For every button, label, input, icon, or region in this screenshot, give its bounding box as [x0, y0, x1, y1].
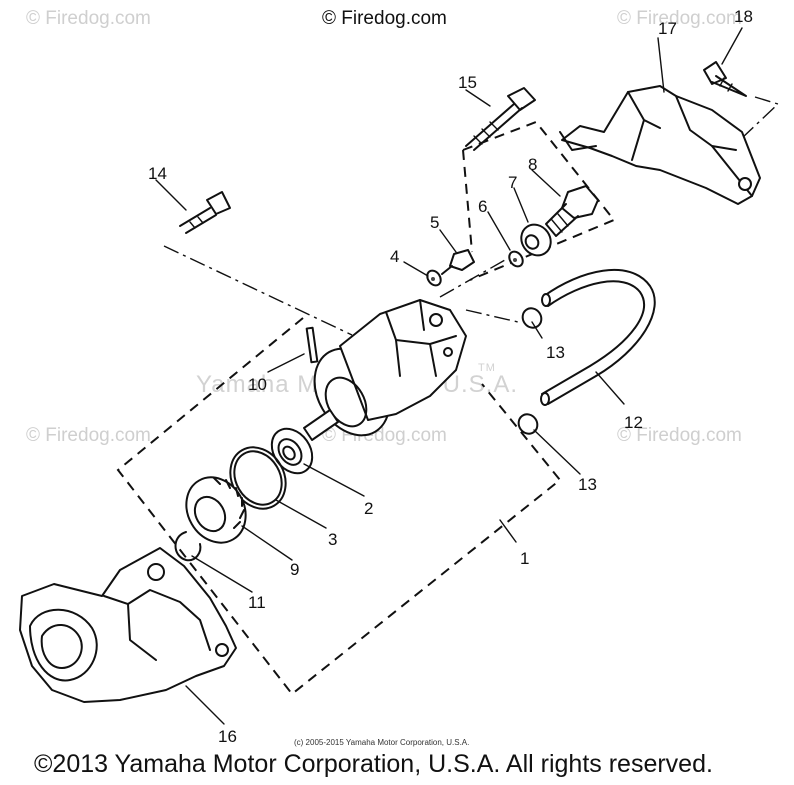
washer-6	[508, 250, 524, 268]
watermark-top-left: © Firedog.com	[26, 8, 151, 29]
footer-copyright: ©2013 Yamaha Motor Corporation, U.S.A. A…	[34, 750, 713, 778]
callout-10: 10	[248, 375, 267, 394]
crankcase-cover-16	[19, 547, 237, 703]
callout-11: 11	[248, 593, 266, 612]
oil-pump-body	[303, 299, 467, 441]
callout-3: 3	[328, 530, 338, 549]
callout-1: 1	[520, 549, 530, 568]
callout-15: 15	[458, 73, 477, 92]
callout-2: 2	[364, 499, 374, 518]
leader-lines	[155, 27, 743, 725]
callout-17: 17	[658, 19, 677, 38]
clamp-13-lower	[517, 413, 539, 435]
callout-9: 9	[290, 560, 300, 579]
circlip-11	[174, 531, 202, 562]
callout-16: 16	[218, 727, 237, 746]
washer-4	[426, 269, 442, 287]
alignment-line-18	[741, 96, 780, 139]
watermark-mid-left: © Firedog.com	[26, 425, 151, 446]
clamp-13-upper	[521, 307, 543, 329]
callout-4: 4	[390, 247, 400, 266]
oil-hose-12	[540, 268, 656, 406]
bolt-8	[545, 185, 599, 237]
watermark-top-center: © Firedog.com	[322, 8, 447, 29]
watermark-mid-right: © Firedog.com	[617, 425, 742, 446]
callout-7: 7	[508, 173, 518, 192]
callout-8: 8	[528, 155, 538, 174]
callout-6: 6	[478, 197, 488, 216]
alignment-line-6	[439, 255, 513, 298]
assembly-boundary-side	[462, 149, 473, 253]
nut-7	[520, 223, 552, 257]
callout-5: 5	[430, 213, 440, 232]
pin-10	[305, 326, 319, 364]
callout-12: 12	[624, 413, 643, 432]
callout-18: 18	[734, 7, 753, 26]
callout-14: 14	[148, 164, 167, 183]
bolt-15	[465, 87, 536, 151]
callout-13-upper: 13	[546, 343, 565, 362]
watermark-top-right: © Firedog.com	[617, 8, 742, 29]
gear-9	[185, 476, 247, 544]
screw-18	[703, 61, 747, 97]
alignment-line-13	[465, 309, 519, 323]
bolt-14	[179, 191, 231, 234]
assembly-boundary-lower	[116, 317, 562, 696]
small-copyright: (c) 2005-2015 Yamaha Motor Corporation, …	[294, 738, 470, 747]
alignment-line-14	[163, 245, 353, 336]
callout-13-lower: 13	[578, 475, 597, 494]
watermark-trademark: TM	[478, 362, 496, 374]
screw-5	[441, 249, 475, 275]
bracket-17	[559, 85, 761, 205]
